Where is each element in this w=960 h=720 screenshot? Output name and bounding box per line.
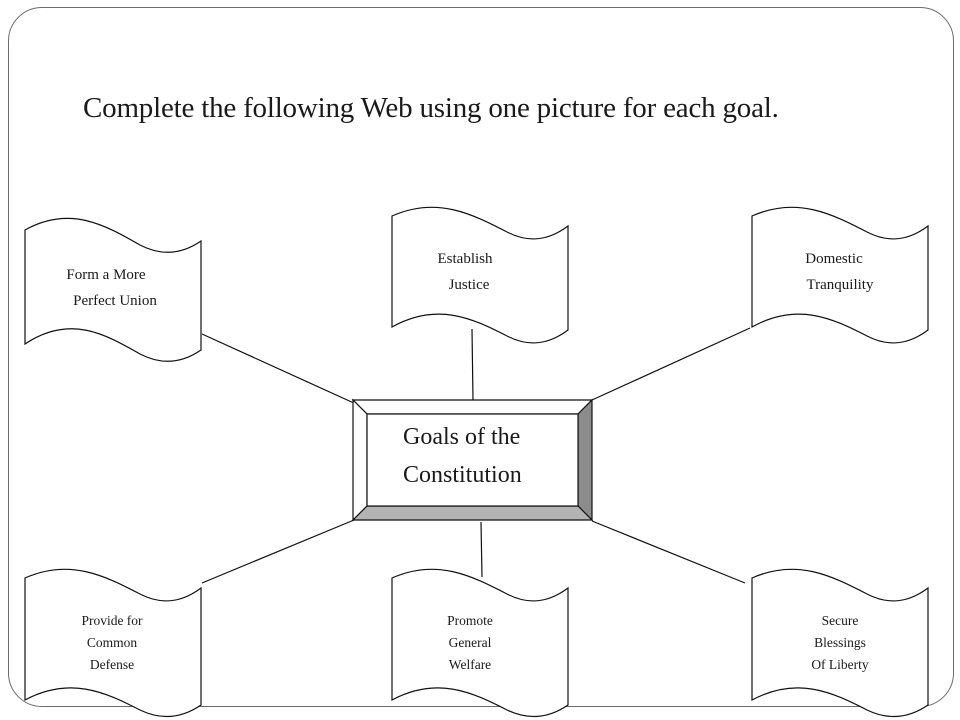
slide-title: Complete the following Web using one pic… xyxy=(83,92,779,124)
connector-perfect-union xyxy=(201,333,357,405)
goal-label-line: Domestic xyxy=(805,251,863,267)
goal-label-line: Common xyxy=(86,635,138,650)
connector-general-welfare xyxy=(480,521,483,578)
goal-label-line: Tranquility xyxy=(806,277,874,293)
goal-label-line: Establish xyxy=(437,251,493,267)
goal-label-line: Secure xyxy=(821,613,859,628)
goal-common-defense-label: Provide for Common Defense xyxy=(37,610,187,676)
flag-common-defense xyxy=(24,568,202,718)
goal-general-welfare-label: Promote General Welfare xyxy=(405,610,555,676)
goal-label-line: Form a More xyxy=(66,267,146,283)
goal-perfect-union-label: Form a More Perfect Union xyxy=(40,262,190,314)
bevel-bottom xyxy=(351,505,594,521)
bevel-left xyxy=(352,398,368,522)
flag-justice xyxy=(391,206,569,344)
connector-common-defense xyxy=(201,519,355,584)
flag-general-welfare xyxy=(391,568,569,718)
flag-perfect-union xyxy=(24,217,202,362)
bevel-right xyxy=(577,398,593,522)
bevel-top xyxy=(351,399,594,415)
goal-tranquility-label: Domestic Tranquility xyxy=(765,246,915,298)
goal-liberty-label: Secure Blessings Of Liberty xyxy=(765,610,915,676)
flag-tranquility xyxy=(751,206,929,344)
goal-label-line: Welfare xyxy=(448,657,492,672)
flag-liberty xyxy=(751,568,929,718)
slide-frame xyxy=(8,7,954,707)
goal-justice-label: Establish Justice xyxy=(405,246,555,298)
goal-label-line: General xyxy=(448,635,492,650)
center-face xyxy=(366,413,579,507)
center-label-line: Constitution xyxy=(403,462,522,488)
center-box xyxy=(351,398,594,522)
goal-label-line: Promote xyxy=(447,613,493,628)
center-label: Goals of the Constitution xyxy=(368,418,578,494)
goal-label-line: Justice xyxy=(448,277,490,293)
goal-label-line: Defense xyxy=(89,657,135,672)
goal-label-line: Of Liberty xyxy=(811,657,869,672)
connector-justice xyxy=(471,328,474,401)
goal-label-line: Blessings xyxy=(814,635,866,650)
connector-liberty xyxy=(591,520,746,584)
connector-tranquility xyxy=(591,327,751,401)
goal-label-line: Perfect Union xyxy=(73,293,157,309)
goal-label-line: Provide for xyxy=(81,613,143,628)
center-label-line: Goals of the xyxy=(403,424,521,450)
